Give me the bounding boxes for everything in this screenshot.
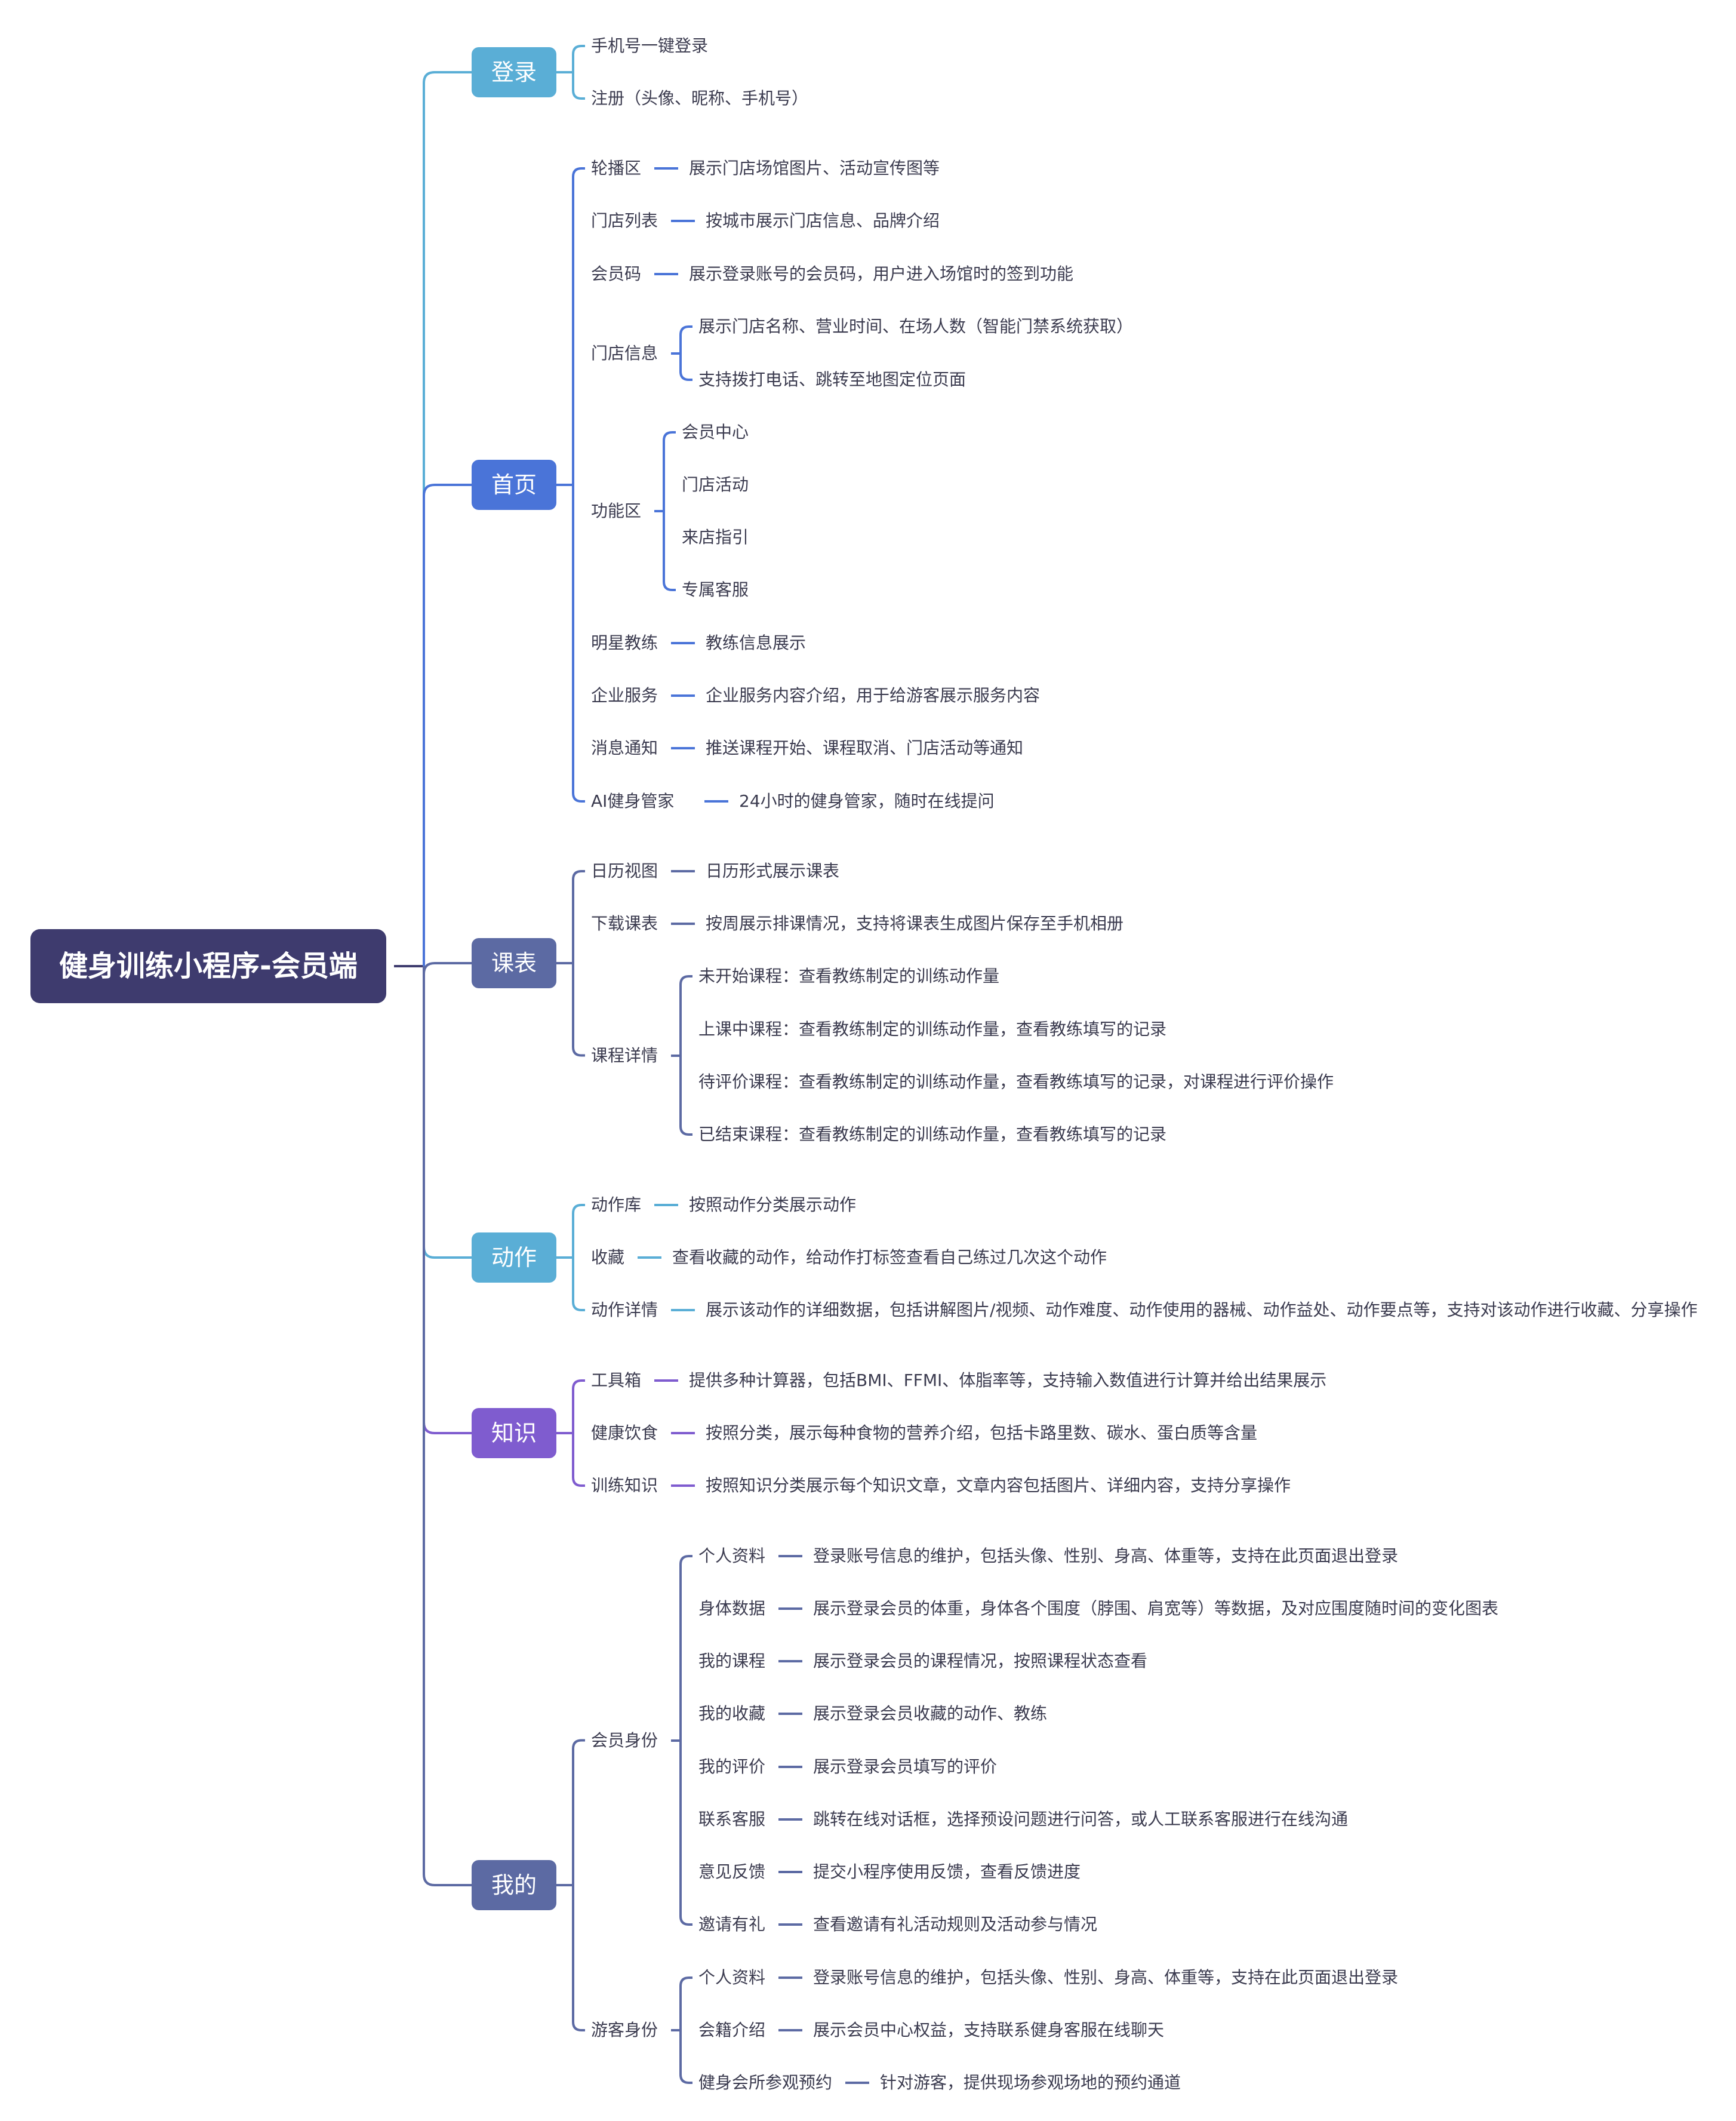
node-mine-1-1[interactable]: 会籍介绍 — [698, 2020, 766, 2040]
node-home-6[interactable]: 企业服务 — [591, 686, 658, 705]
node-schedule-1-0[interactable]: 按周展示排课情况，支持将课表生成图片保存至手机相册 — [706, 914, 1124, 933]
branch-bracket — [572, 1739, 585, 2031]
node-mine-0-1-0[interactable]: 展示登录会员的体重，身体各个围度（脖围、肩宽等）等数据，及对应围度随时间的变化图… — [813, 1599, 1499, 1618]
node-schedule-2-0[interactable]: 未开始课程：查看教练制定的训练动作量 — [698, 966, 1000, 986]
node-mine-0-3[interactable]: 我的收藏 — [698, 1704, 766, 1723]
node-home-0[interactable]: 轮播区 — [591, 158, 642, 178]
branch-login[interactable]: 登录 — [472, 47, 556, 97]
branch-bracket — [572, 45, 585, 100]
node-schedule-2[interactable]: 课程详情 — [591, 1046, 658, 1065]
node-home-1[interactable]: 门店列表 — [591, 211, 658, 230]
branch-bracket — [572, 1204, 585, 1311]
node-home-7[interactable]: 消息通知 — [591, 738, 658, 758]
node-home-4[interactable]: 功能区 — [591, 501, 642, 521]
node-schedule-2-3[interactable]: 已结束课程：查看教练制定的训练动作量，查看教练填写的记录 — [698, 1124, 1167, 1144]
node-knowledge-0[interactable]: 工具箱 — [591, 1370, 642, 1390]
sub-bracket — [679, 1555, 692, 1926]
node-home-0-0[interactable]: 展示门店场馆图片、活动宣传图等 — [689, 158, 940, 178]
node-mine-0-5-0[interactable]: 跳转在线对话框，选择预设问题进行问答，或人工联系客服进行在线沟通 — [813, 1809, 1349, 1829]
node-actions-0[interactable]: 动作库 — [591, 1195, 642, 1215]
node-mine-0-2-0[interactable]: 展示登录会员的课程情况，按照课程状态查看 — [813, 1651, 1148, 1671]
node-mine-0[interactable]: 会员身份 — [591, 1730, 658, 1750]
node-actions-0-0[interactable]: 按照动作分类展示动作 — [689, 1195, 857, 1215]
node-schedule-1[interactable]: 下载课表 — [591, 914, 658, 933]
node-mine-0-4[interactable]: 我的评价 — [698, 1757, 766, 1776]
node-mine-1-2[interactable]: 健身会所参观预约 — [698, 2073, 833, 2092]
node-mine-0-7[interactable]: 邀请有礼 — [698, 1914, 766, 1934]
node-home-2[interactable]: 会员码 — [591, 264, 642, 284]
node-mine-0-5[interactable]: 联系客服 — [698, 1809, 766, 1829]
node-knowledge-2-0[interactable]: 按照知识分类展示每个知识文章，文章内容包括图片、详细内容，支持分享操作 — [706, 1476, 1291, 1495]
sub-bracket — [679, 1976, 692, 2084]
node-mine-0-2[interactable]: 我的课程 — [698, 1651, 766, 1671]
sub-bracket — [679, 325, 692, 381]
node-home-4-0[interactable]: 会员中心 — [682, 422, 749, 442]
node-home-3-0[interactable]: 展示门店名称、营业时间、在场人数（智能门禁系统获取） — [698, 316, 1134, 336]
root-connector — [423, 962, 472, 975]
root-connector — [423, 966, 472, 1259]
node-mine-0-0-0[interactable]: 登录账号信息的维护，包括头像、性别、身高、体重等，支持在此页面退出登录 — [813, 1546, 1399, 1566]
branch-knowledge[interactable]: 知识 — [472, 1408, 556, 1458]
node-knowledge-1-0[interactable]: 按照分类，展示每种食物的营养介绍，包括卡路里数、碳水、蛋白质等含量 — [706, 1423, 1258, 1443]
node-mine-1-1-0[interactable]: 展示会员中心权益，支持联系健身客服在线聊天 — [813, 2020, 1165, 2040]
node-mine-1[interactable]: 游客身份 — [591, 2020, 658, 2040]
node-login-1[interactable]: 注册（头像、昵称、手机号） — [591, 88, 809, 108]
sub-bracket — [663, 431, 676, 591]
branch-actions[interactable]: 动作 — [472, 1232, 556, 1283]
node-home-7-0[interactable]: 推送课程开始、课程取消、门店活动等通知 — [706, 738, 1024, 758]
node-home-3[interactable]: 门店信息 — [591, 343, 658, 363]
node-login-0[interactable]: 手机号一键登录 — [591, 36, 709, 56]
branch-bracket — [572, 870, 585, 1057]
node-actions-2-0[interactable]: 展示该动作的详细数据，包括讲解图片/视频、动作难度、动作使用的器械、动作益处、动… — [706, 1300, 1698, 1320]
node-mine-0-4-0[interactable]: 展示登录会员填写的评价 — [813, 1757, 998, 1776]
node-schedule-2-2[interactable]: 待评价课程：查看教练制定的训练动作量，查看教练填写的记录，对课程进行评价操作 — [698, 1072, 1334, 1092]
branch-bracket — [572, 167, 585, 803]
node-mine-0-6[interactable]: 意见反馈 — [698, 1862, 766, 1882]
root-node[interactable]: 健身训练小程序-会员端 — [30, 929, 386, 1003]
branch-bracket — [572, 1379, 585, 1487]
node-knowledge-2[interactable]: 训练知识 — [591, 1476, 658, 1495]
node-actions-2[interactable]: 动作详情 — [591, 1300, 658, 1320]
node-home-6-0[interactable]: 企业服务内容介绍，用于给游客展示服务内容 — [706, 686, 1041, 705]
node-schedule-0-0[interactable]: 日历形式展示课表 — [706, 861, 840, 881]
branch-home[interactable]: 首页 — [472, 460, 556, 510]
node-home-3-1[interactable]: 支持拨打电话、跳转至地图定位页面 — [698, 370, 967, 389]
branch-schedule[interactable]: 课表 — [472, 938, 556, 988]
root-connector — [423, 71, 472, 966]
node-mine-0-7-0[interactable]: 查看邀请有礼活动规则及活动参与情况 — [813, 1914, 1098, 1934]
node-schedule-2-1[interactable]: 上课中课程：查看教练制定的训练动作量，查看教练填写的记录 — [698, 1019, 1167, 1039]
node-mine-0-3-0[interactable]: 展示登录会员收藏的动作、教练 — [813, 1704, 1048, 1723]
node-home-8[interactable]: AI健身管家 — [591, 791, 675, 811]
sub-bracket — [679, 975, 692, 1136]
node-mine-1-0-0[interactable]: 登录账号信息的维护，包括头像、性别、身高、体重等，支持在此页面退出登录 — [813, 1968, 1399, 1987]
node-mine-0-0[interactable]: 个人资料 — [698, 1546, 766, 1566]
node-actions-1-0[interactable]: 查看收藏的动作，给动作打标签查看自己练过几次这个动作 — [672, 1247, 1107, 1267]
node-home-5-0[interactable]: 教练信息展示 — [706, 633, 807, 653]
node-home-2-0[interactable]: 展示登录账号的会员码，用户进入场馆时的签到功能 — [689, 264, 1074, 284]
node-mine-1-0[interactable]: 个人资料 — [698, 1968, 766, 1987]
root-connector — [423, 966, 472, 1434]
node-actions-1[interactable]: 收藏 — [591, 1247, 625, 1267]
node-home-4-1[interactable]: 门店活动 — [682, 475, 749, 494]
node-home-4-3[interactable]: 专属客服 — [682, 580, 749, 600]
root-connector — [423, 966, 472, 1886]
node-home-4-2[interactable]: 来店指引 — [682, 527, 749, 547]
node-mine-1-2-0[interactable]: 针对游客，提供现场参观场地的预约通道 — [880, 2073, 1181, 2092]
node-schedule-0[interactable]: 日历视图 — [591, 861, 658, 881]
node-home-1-0[interactable]: 按城市展示门店信息、品牌介绍 — [706, 211, 940, 230]
node-mine-0-1[interactable]: 身体数据 — [698, 1599, 766, 1618]
node-home-8-0[interactable]: 24小时的健身管家，随时在线提问 — [739, 791, 995, 811]
root-connector — [423, 484, 472, 966]
node-knowledge-0-0[interactable]: 提供多种计算器，包括BMI、FFMI、体脂率等，支持输入数值进行计算并给出结果展… — [689, 1370, 1327, 1390]
branch-mine[interactable]: 我的 — [472, 1860, 556, 1910]
node-home-5[interactable]: 明星教练 — [591, 633, 658, 653]
node-mine-0-6-0[interactable]: 提交小程序使用反馈，查看反馈进度 — [813, 1862, 1081, 1882]
node-knowledge-1[interactable]: 健康饮食 — [591, 1423, 658, 1443]
